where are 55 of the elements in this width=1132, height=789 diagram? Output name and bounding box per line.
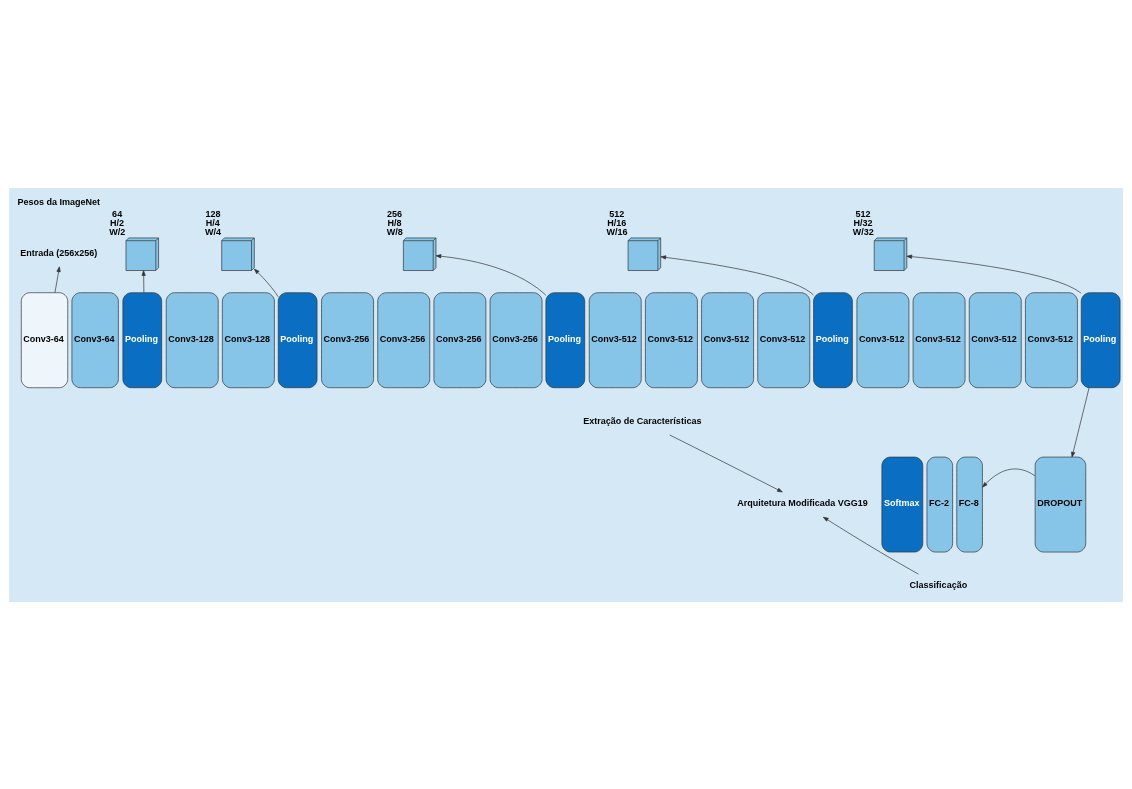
node-box: FC-2 bbox=[926, 456, 953, 552]
node-box: FC-8 bbox=[956, 456, 983, 552]
node-box: Conv3-64 bbox=[20, 291, 69, 388]
node-box: Conv3-256 bbox=[321, 291, 374, 388]
arrow bbox=[669, 434, 783, 492]
node-label: 64 bbox=[112, 208, 123, 219]
arrow bbox=[54, 266, 61, 293]
arrow bbox=[660, 254, 814, 295]
node-label: W/8 bbox=[386, 226, 403, 237]
node-box: Conv3-64 bbox=[71, 291, 119, 388]
node-label: W/4 bbox=[205, 226, 222, 237]
node-label: W/16 bbox=[606, 226, 628, 237]
node-box: Conv3-512 bbox=[856, 291, 910, 388]
node-box: Pooling bbox=[1080, 291, 1121, 388]
node-label: W/32 bbox=[852, 226, 874, 237]
node-label: H/2 bbox=[110, 217, 125, 228]
node-box: Conv3-128 bbox=[222, 291, 275, 388]
node-box: Conv3-512 bbox=[645, 291, 698, 388]
node-box: Conv3-512 bbox=[701, 291, 754, 388]
arrow bbox=[906, 254, 1082, 294]
node-text: Arquitetura Modificada VGG19 bbox=[737, 497, 868, 508]
node-box: Pooling bbox=[122, 291, 163, 388]
arrow bbox=[823, 516, 919, 574]
node-box: Conv3-512 bbox=[588, 291, 642, 388]
node-label: W/2 bbox=[109, 226, 126, 237]
node-box: Conv3-512 bbox=[912, 291, 966, 388]
node-label: 512 bbox=[609, 208, 625, 219]
node-box: Conv3-256 bbox=[489, 291, 543, 388]
node-label: 128 bbox=[205, 208, 221, 219]
node-box: Pooling bbox=[813, 291, 853, 388]
node-box: Conv3-256 bbox=[377, 291, 431, 388]
node-label: H/8 bbox=[387, 217, 402, 228]
node-label: 512 bbox=[855, 208, 871, 219]
arrow bbox=[1071, 387, 1090, 457]
node-box: DROPOUT bbox=[1034, 456, 1087, 552]
node-box: Conv3-512 bbox=[1025, 291, 1078, 388]
node-box: Pooling bbox=[545, 291, 586, 388]
node-text: Classificação bbox=[909, 579, 968, 590]
node-label: H/16 bbox=[607, 217, 627, 228]
arrow bbox=[982, 468, 1036, 487]
arrow bbox=[435, 253, 547, 296]
node-box: Conv3-512 bbox=[968, 291, 1022, 388]
label: Pesos da ImageNet bbox=[17, 196, 101, 207]
arrow bbox=[141, 269, 146, 293]
node-box: Softmax bbox=[881, 456, 924, 552]
node-box: Pooling bbox=[277, 291, 318, 388]
node-text: Extração de Características bbox=[583, 415, 702, 426]
node-box: Conv3-512 bbox=[757, 291, 811, 388]
node-label: H/4 bbox=[205, 217, 220, 228]
node-text: Entrada (256x256) bbox=[20, 247, 98, 258]
arrow bbox=[254, 268, 279, 297]
node-box: Conv3-256 bbox=[433, 291, 487, 388]
node-label: 256 bbox=[387, 208, 403, 219]
node-label: H/32 bbox=[853, 217, 873, 228]
node-box: Conv3-128 bbox=[165, 291, 219, 388]
